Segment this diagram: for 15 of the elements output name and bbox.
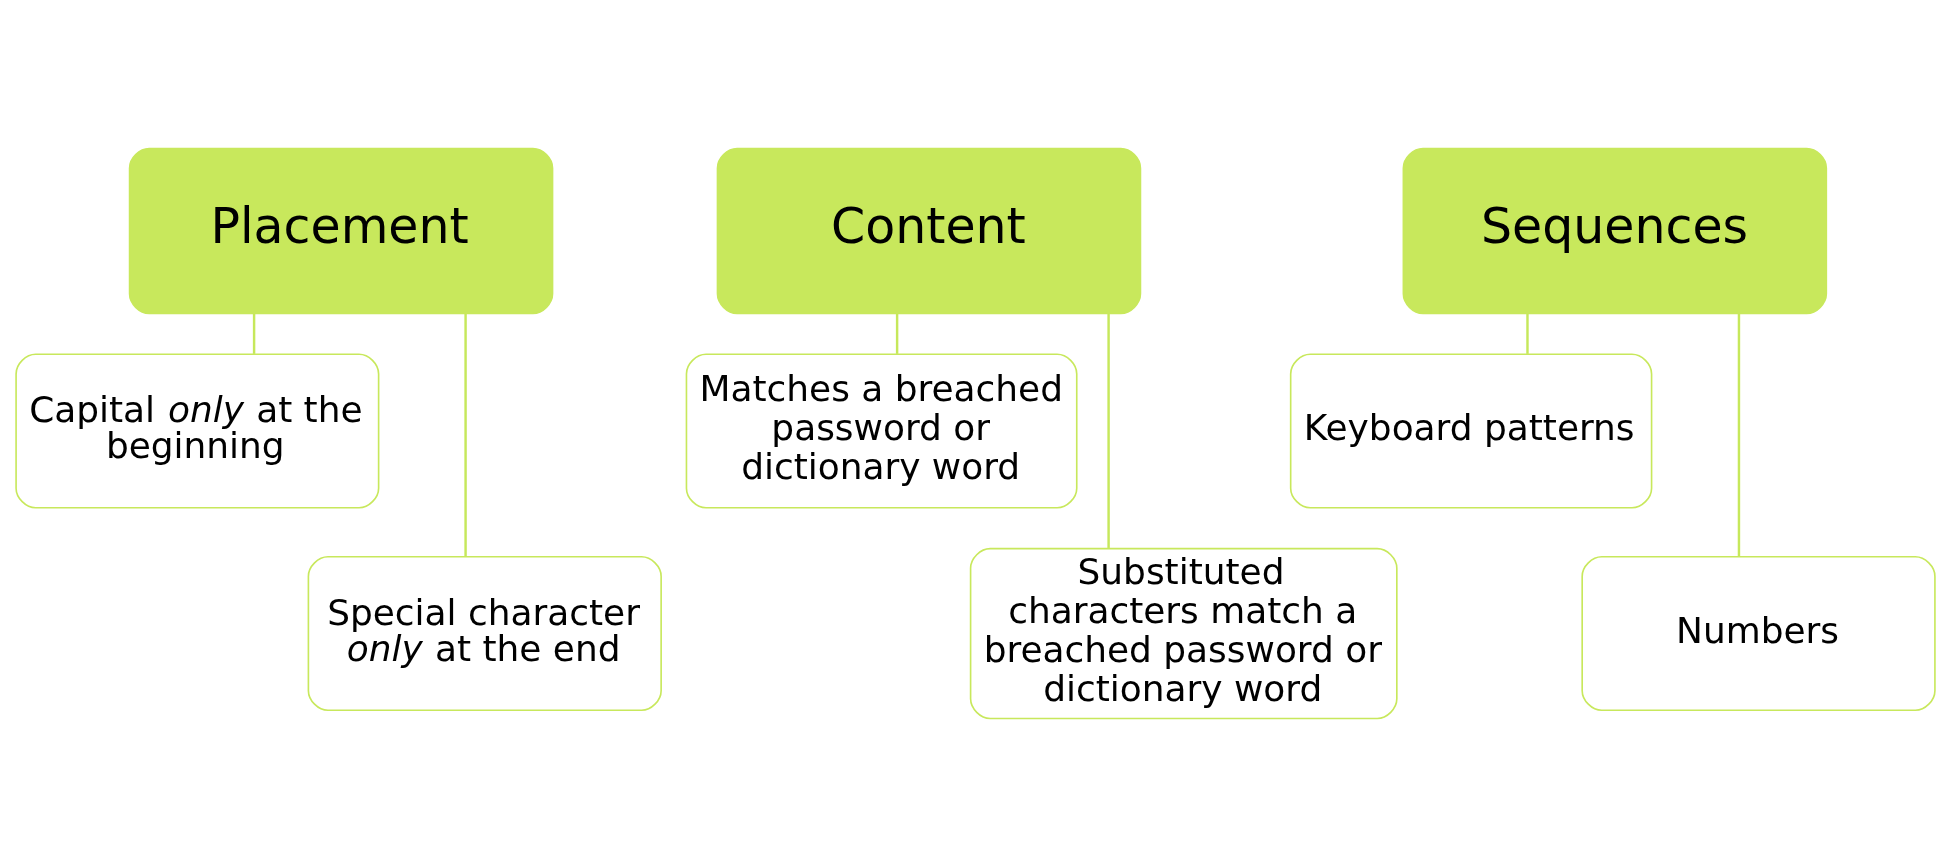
node-box: Sequences — [1402, 147, 1828, 315]
node-box: Substituted characters match a breached password or dictionary word — [969, 547, 1398, 720]
node-box: Matches a breached password or dictionary word — [685, 353, 1078, 509]
connector — [895, 313, 899, 354]
node-box: Content — [716, 147, 1142, 315]
node-box: Capital only at the beginning — [15, 353, 380, 509]
connector — [1526, 313, 1529, 354]
node-box: Placement — [128, 147, 554, 315]
connector — [464, 313, 467, 557]
node-box: Keyboard patterns — [1289, 353, 1653, 509]
node-box: Numbers — [1581, 556, 1936, 712]
connector — [1107, 313, 1110, 548]
node-box: Special character only at the end — [307, 556, 662, 712]
connector — [252, 313, 256, 354]
connector — [1737, 313, 1741, 557]
